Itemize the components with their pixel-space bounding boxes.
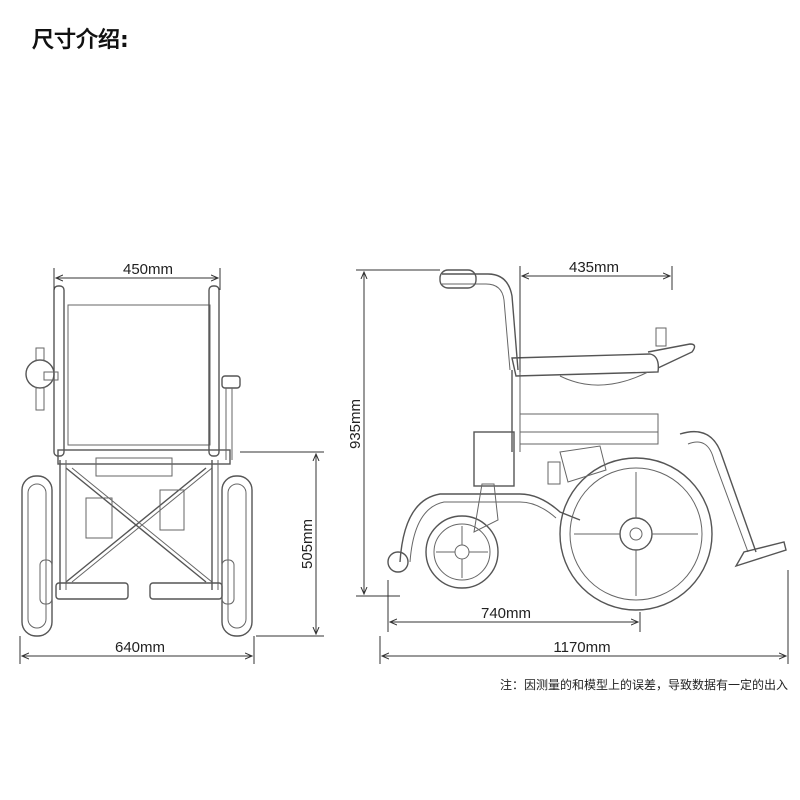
handle-grip [439,269,477,289]
motor-right [159,489,185,531]
left-rear-wheel [21,475,53,637]
battery-box [95,457,173,477]
armrest-controller [647,343,696,369]
left-caster [39,559,53,605]
left-footrest [55,582,129,600]
dimension-935: 935mm [347,269,440,597]
joystick [655,327,667,347]
dimension-505: 505mm [240,451,324,637]
cross-brace-b [65,467,207,583]
push-handle [442,273,519,371]
dimension-450: 450mm [53,261,221,290]
right-footrest [149,582,223,600]
motor-side [559,445,607,483]
side-rear-wheel [559,457,713,611]
seat [511,353,660,377]
left-post [53,285,65,457]
right-armrest [221,375,241,389]
dim-505-label: 505mm [299,519,316,569]
joystick-controller [25,359,55,389]
dim-450-label: 450mm [123,261,173,278]
backrest-panel [67,304,211,446]
right-caster [221,559,235,605]
dimension-640: 640mm [19,636,255,664]
dimension-435: 435mm [519,259,673,372]
seat-frame [57,449,231,465]
dim-1170-label: 1170mm [553,639,610,656]
footnote: 注：因测量的和模型上的误差，导致数据有一定的出入 [499,678,788,692]
side-footrest [734,541,787,568]
dim-640-label: 640mm [115,639,165,656]
dim-935-label: 935mm [347,399,364,449]
dim-435-label: 435mm [569,259,619,276]
caster-fork [473,483,499,533]
side-caster-wheel [425,515,499,589]
dimension-1170: 1170mm [379,570,789,664]
seat-frame-side [519,413,659,445]
front-view [21,285,253,637]
right-rear-wheel [221,475,253,637]
dim-740-label: 740mm [481,605,531,622]
page-title: 尺寸介绍: [32,28,129,53]
front-leg [679,430,757,553]
anti-tip-wheel [387,551,409,573]
motor-left [85,497,113,539]
battery-box-side [473,431,515,487]
right-post [208,285,220,457]
lower-frame [399,493,581,563]
side-view [387,269,787,611]
dimension-740: 740mm [387,580,641,632]
